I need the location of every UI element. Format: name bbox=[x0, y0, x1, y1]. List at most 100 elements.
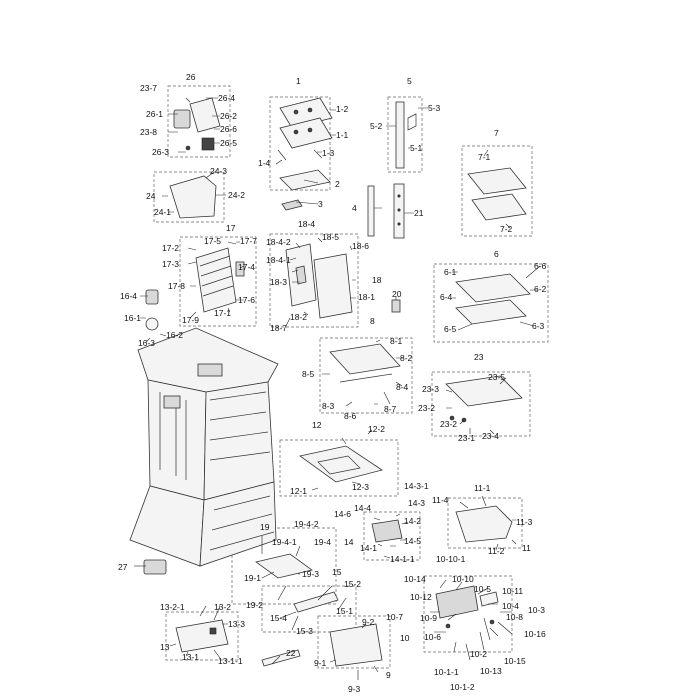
part-22-strip bbox=[261, 649, 301, 667]
label-17-5: 17-5 bbox=[204, 236, 221, 246]
part-6-shelf bbox=[455, 273, 531, 325]
label-19-4-1: 19-4-1 bbox=[272, 537, 297, 547]
label-10-14: 10-14 bbox=[404, 574, 426, 584]
part-17-evaporator bbox=[195, 247, 245, 313]
label-10-16: 10-16 bbox=[524, 629, 546, 639]
label-13-1: 13-1 bbox=[182, 652, 199, 662]
label-26: 26 bbox=[186, 72, 196, 82]
label-10-1-2: 10-1-2 bbox=[450, 682, 475, 692]
label-15: 15 bbox=[332, 567, 342, 577]
label-14-4: 14-4 bbox=[354, 503, 371, 513]
label-10-15: 10-15 bbox=[504, 656, 526, 666]
label-17-1: 17-1 bbox=[214, 308, 231, 318]
label-13: 13 bbox=[160, 642, 170, 652]
label-13-2: 13-2 bbox=[214, 602, 231, 612]
label-6-4: 6-4 bbox=[440, 292, 453, 302]
label-23-7: 23-7 bbox=[140, 83, 157, 93]
label-10-4: 10-4 bbox=[502, 601, 519, 611]
part-27 bbox=[143, 559, 167, 575]
part-3-clip bbox=[281, 199, 303, 211]
label-4: 4 bbox=[352, 203, 357, 213]
label-5: 5 bbox=[407, 76, 412, 86]
label-24-1: 24-1 bbox=[154, 207, 171, 217]
label-18-1: 18-1 bbox=[358, 292, 375, 302]
label-6-3: 6-3 bbox=[532, 321, 545, 331]
label-8-7: 8-7 bbox=[384, 404, 397, 414]
label-10-7: 10-7 bbox=[386, 612, 403, 622]
label-23-8: 23-8 bbox=[140, 127, 157, 137]
label-11-1: 11-1 bbox=[474, 483, 491, 493]
label-26-2: 26-2 bbox=[220, 111, 237, 121]
label-26-5: 26-5 bbox=[220, 138, 237, 148]
label-15-4: 15-4 bbox=[270, 613, 287, 623]
part-19-tray bbox=[255, 553, 313, 579]
label-23-4: 23-4 bbox=[482, 431, 499, 441]
label-3: 3 bbox=[318, 199, 323, 209]
part-7-shelf bbox=[467, 167, 527, 221]
label-1-4: 1-4 bbox=[258, 158, 271, 168]
label-24-3: 24-3 bbox=[210, 166, 227, 176]
label-10-12: 10-12 bbox=[410, 592, 432, 602]
label-22: 22 bbox=[286, 648, 296, 658]
part-14-dispenser bbox=[371, 519, 403, 543]
label-17-4: 17-4 bbox=[238, 262, 255, 272]
label-14-6: 14-6 bbox=[334, 509, 351, 519]
label-11-2: 11-2 bbox=[488, 546, 505, 556]
label-19-4-2: 19-4-2 bbox=[294, 519, 319, 529]
label-20: 20 bbox=[392, 289, 402, 299]
label-5-3: 5-3 bbox=[428, 103, 441, 113]
label-6: 6 bbox=[494, 249, 499, 259]
label-8-5: 8-5 bbox=[302, 369, 315, 379]
label-23-2-b: 23-2 bbox=[440, 419, 457, 429]
label-7: 7 bbox=[494, 128, 499, 138]
label-14-3: 14-3 bbox=[408, 498, 425, 508]
label-18-2: 18-2 bbox=[290, 312, 307, 322]
label-17-8: 17-8 bbox=[168, 281, 185, 291]
label-18-6: 18-6 bbox=[352, 241, 369, 251]
label-13-3: 13-3 bbox=[228, 619, 245, 629]
leader-lines bbox=[134, 97, 541, 680]
label-18-4-1: 18-4-1 bbox=[266, 255, 291, 265]
label-8-2: 8-2 bbox=[400, 353, 413, 363]
part-10-dispenser-assembly bbox=[435, 585, 499, 629]
part-5-rail bbox=[395, 101, 417, 169]
label-23-2-a: 23-2 bbox=[418, 403, 435, 413]
labels: 1 1-2 1-1 1-3 1-4 2 3 5 5-3 5-2 5-1 4 21… bbox=[118, 72, 547, 694]
label-15-1: 15-1 bbox=[336, 606, 353, 616]
label-1-3: 1-3 bbox=[322, 148, 335, 158]
label-12-3: 12-3 bbox=[352, 482, 369, 492]
part-12-drawer-cover bbox=[299, 445, 383, 483]
label-7-1: 7-1 bbox=[478, 152, 491, 162]
label-17-7: 17-7 bbox=[240, 236, 257, 246]
label-6-1: 6-1 bbox=[444, 267, 457, 277]
label-8-3: 8-3 bbox=[322, 401, 335, 411]
label-10-5: 10-5 bbox=[474, 584, 491, 594]
label-9-3: 9-3 bbox=[348, 684, 361, 694]
label-8-1: 8-1 bbox=[390, 336, 403, 346]
part-18-duct bbox=[285, 243, 353, 319]
part-cabinet bbox=[129, 327, 279, 567]
label-10-10-1: 10-10-1 bbox=[436, 554, 466, 564]
part-16-fan bbox=[145, 289, 159, 331]
label-19-1: 19-1 bbox=[244, 573, 261, 583]
label-10-6: 10-6 bbox=[424, 632, 441, 642]
label-16-4: 16-4 bbox=[120, 291, 137, 301]
label-2: 2 bbox=[335, 179, 340, 189]
label-11: 11 bbox=[522, 543, 531, 553]
label-24: 24 bbox=[146, 191, 156, 201]
part-9-drawer bbox=[329, 623, 383, 667]
label-16-3: 16-3 bbox=[138, 338, 155, 348]
label-12-2: 12-2 bbox=[368, 424, 385, 434]
part-4-rail bbox=[367, 185, 375, 237]
label-1: 1 bbox=[296, 76, 301, 86]
part-26-ice-maker bbox=[173, 97, 221, 151]
label-17-3: 17-3 bbox=[162, 259, 179, 269]
part-24-ice-bucket bbox=[169, 175, 217, 219]
label-17: 17 bbox=[226, 223, 236, 233]
label-18-7: 18-7 bbox=[270, 323, 287, 333]
label-14-1-1: 14-1-1 bbox=[390, 554, 415, 564]
part-1-shelf bbox=[277, 97, 333, 161]
label-8-4: 8-4 bbox=[396, 382, 409, 392]
label-6-2: 6-2 bbox=[534, 284, 547, 294]
label-16-1: 16-1 bbox=[124, 313, 141, 323]
